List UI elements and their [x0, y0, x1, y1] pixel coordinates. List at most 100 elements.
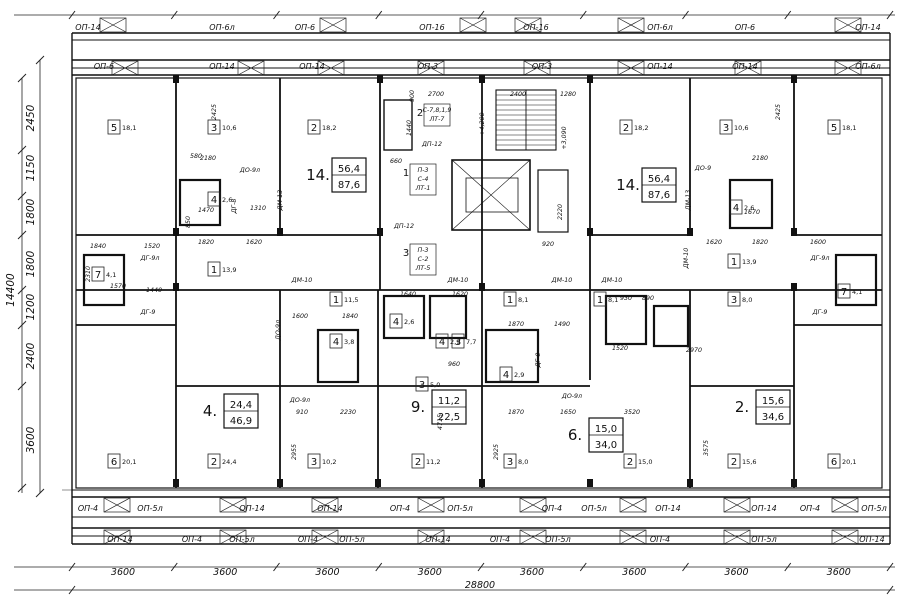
plan-dimension: 920 — [542, 241, 554, 248]
plan-dimension: 1520 — [144, 243, 160, 250]
room-number: 2 — [211, 457, 217, 468]
apartment-tag: 6.15,034,0 — [568, 417, 624, 453]
room-number: 7 — [95, 270, 101, 281]
plan-dimension: 1650 — [560, 409, 576, 416]
room-number: 1 — [333, 295, 339, 306]
window-mark — [834, 60, 862, 76]
window-label: ОП-6л — [855, 62, 880, 71]
window-label: ОП-14 — [107, 535, 132, 544]
plan-dimension: 1820 — [752, 239, 768, 246]
dim-tick — [477, 562, 485, 572]
apartment-living-area: 15,0 — [595, 424, 617, 435]
room-area: 7,7 — [466, 338, 476, 346]
dim-tick — [682, 10, 689, 20]
apartment-number: 9. — [411, 398, 425, 416]
room-area: 2,9 — [514, 371, 524, 379]
vertical-dim: 1200 — [25, 293, 37, 320]
dim-tick — [68, 10, 76, 20]
apartment-total-area: 87,6 — [338, 180, 360, 191]
room-area: 13,9 — [222, 266, 236, 274]
dim-tick — [273, 10, 280, 20]
dim-tick — [170, 562, 178, 572]
window-label: ОП-4 — [298, 535, 318, 544]
room-number: 2 — [311, 123, 317, 134]
dim-tick — [17, 191, 27, 201]
room-area: 8,0 — [518, 458, 528, 466]
dim-tick — [68, 585, 76, 595]
axis-span-dim: 3600 — [520, 567, 544, 578]
door-label: ДГ-9 — [140, 309, 156, 316]
window-label: ОП-14 — [647, 62, 672, 71]
window-mark — [723, 529, 751, 545]
window-mark — [523, 60, 551, 76]
window-label: ОП-5л — [581, 504, 606, 513]
stair-mark: С-7,8,1,9 — [423, 107, 452, 114]
window-mark — [831, 529, 859, 545]
room-area: 20,1 — [842, 458, 856, 466]
apartment-number: 14. — [306, 166, 330, 184]
room-area: 18,2 — [634, 124, 648, 132]
window-mark — [319, 17, 347, 33]
window-mark — [519, 529, 547, 545]
room-number: 3 — [311, 457, 317, 468]
dim-tick — [579, 10, 587, 20]
window-label: ОП-5л — [339, 535, 364, 544]
apartment-number: 14. — [616, 176, 640, 194]
plan-dimension: 1670 — [744, 209, 760, 216]
window-mark — [734, 60, 762, 76]
plan-dimension: 2400 — [510, 91, 526, 98]
vertical-dim: 3600 — [25, 426, 37, 453]
room-number: 4 — [333, 337, 339, 348]
apartment-tag: 14.56,487,6 — [306, 157, 367, 193]
dim-tick — [17, 285, 27, 295]
elevator-shaft — [451, 159, 531, 231]
dim-tick — [17, 320, 27, 330]
apartment-tag: 9.11,222,5 — [411, 389, 467, 425]
room-number: 4 — [211, 195, 217, 206]
window-label: ОП-6л — [209, 23, 234, 32]
room-area: 8,1 — [608, 296, 618, 304]
window-mark — [834, 17, 862, 33]
bathroom-block — [428, 294, 468, 340]
room-number: 2 — [731, 457, 737, 468]
plan-dimension: 1280 — [560, 91, 576, 98]
room-number: 3 — [211, 123, 217, 134]
door-label: ДП-12 — [393, 223, 414, 230]
stair-mark: С-4 — [418, 176, 429, 183]
bathroom-block — [382, 294, 426, 340]
dim-tick — [784, 10, 792, 20]
room-area: 18,2 — [322, 124, 336, 132]
plan-dimension: 1440 — [146, 287, 162, 294]
door-label: ДМ-13 — [685, 190, 692, 212]
overall-width-dim: 28800 — [465, 580, 495, 591]
door-label: ДГ-9 — [812, 309, 828, 316]
bathroom-block — [82, 253, 126, 307]
window-mark — [417, 60, 445, 76]
room-number: 4 — [503, 370, 509, 381]
room-number: 4 — [439, 337, 445, 348]
window-label: ОП-14 — [855, 23, 880, 32]
room-number: 3 — [419, 380, 425, 391]
window-label: ОП-3 — [418, 62, 438, 71]
room-area: 3,8 — [344, 338, 354, 346]
room-area: 18,1 — [842, 124, 856, 132]
stair-mark: ЛТ-7 — [429, 116, 445, 123]
door-label: ДМ-10 — [683, 248, 690, 270]
stair-number: 3 — [403, 248, 409, 259]
column — [173, 479, 179, 487]
axis-span-dim: 3600 — [724, 567, 748, 578]
room-area: 8,1 — [518, 296, 528, 304]
window-mark — [514, 17, 542, 33]
plan-dimension: 2970 — [686, 347, 702, 354]
window-label: ОП-4 — [78, 504, 98, 513]
plan-dimension: 2955 — [291, 444, 298, 460]
